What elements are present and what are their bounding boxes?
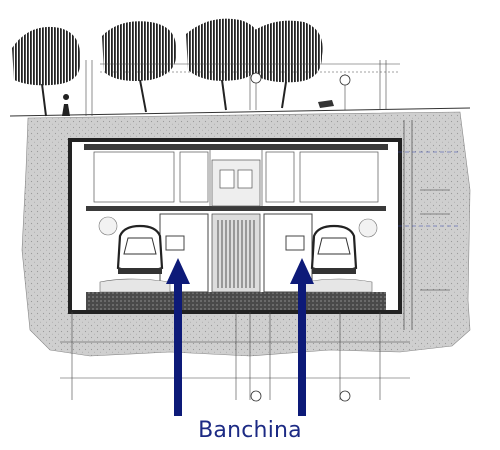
platform-label: Banchina — [198, 418, 302, 443]
right-arrow-shaft — [298, 282, 306, 416]
left-arrow-shaft — [174, 282, 182, 416]
tree-1 — [12, 26, 81, 86]
upper-level-rooms — [93, 150, 379, 207]
tree-4 — [246, 20, 323, 83]
bench — [318, 100, 334, 108]
mezzanine-slab — [86, 206, 386, 211]
dimension-lines-bottom — [60, 312, 410, 400]
dimension-lines-right — [398, 120, 460, 330]
tree-2 — [102, 21, 177, 81]
ground-surface-line — [9, 107, 471, 117]
reference-gridlines — [85, 60, 400, 116]
platform-arrows — [166, 258, 314, 416]
stair-core — [211, 213, 261, 293]
left-arrow-head — [166, 258, 190, 284]
base-slab — [86, 292, 386, 310]
grid-marker-b — [339, 74, 351, 86]
trees — [12, 18, 334, 117]
grid-marker-a — [250, 72, 262, 84]
grid-marker-d — [339, 390, 351, 402]
left-train — [98, 216, 171, 293]
tree-3 — [186, 18, 263, 81]
person-figure — [62, 94, 70, 116]
right-arrow-head — [290, 258, 314, 284]
grid-marker-c — [250, 390, 262, 402]
right-train — [303, 218, 378, 293]
roof-slab — [84, 144, 388, 150]
platform-level-walls — [159, 213, 313, 293]
